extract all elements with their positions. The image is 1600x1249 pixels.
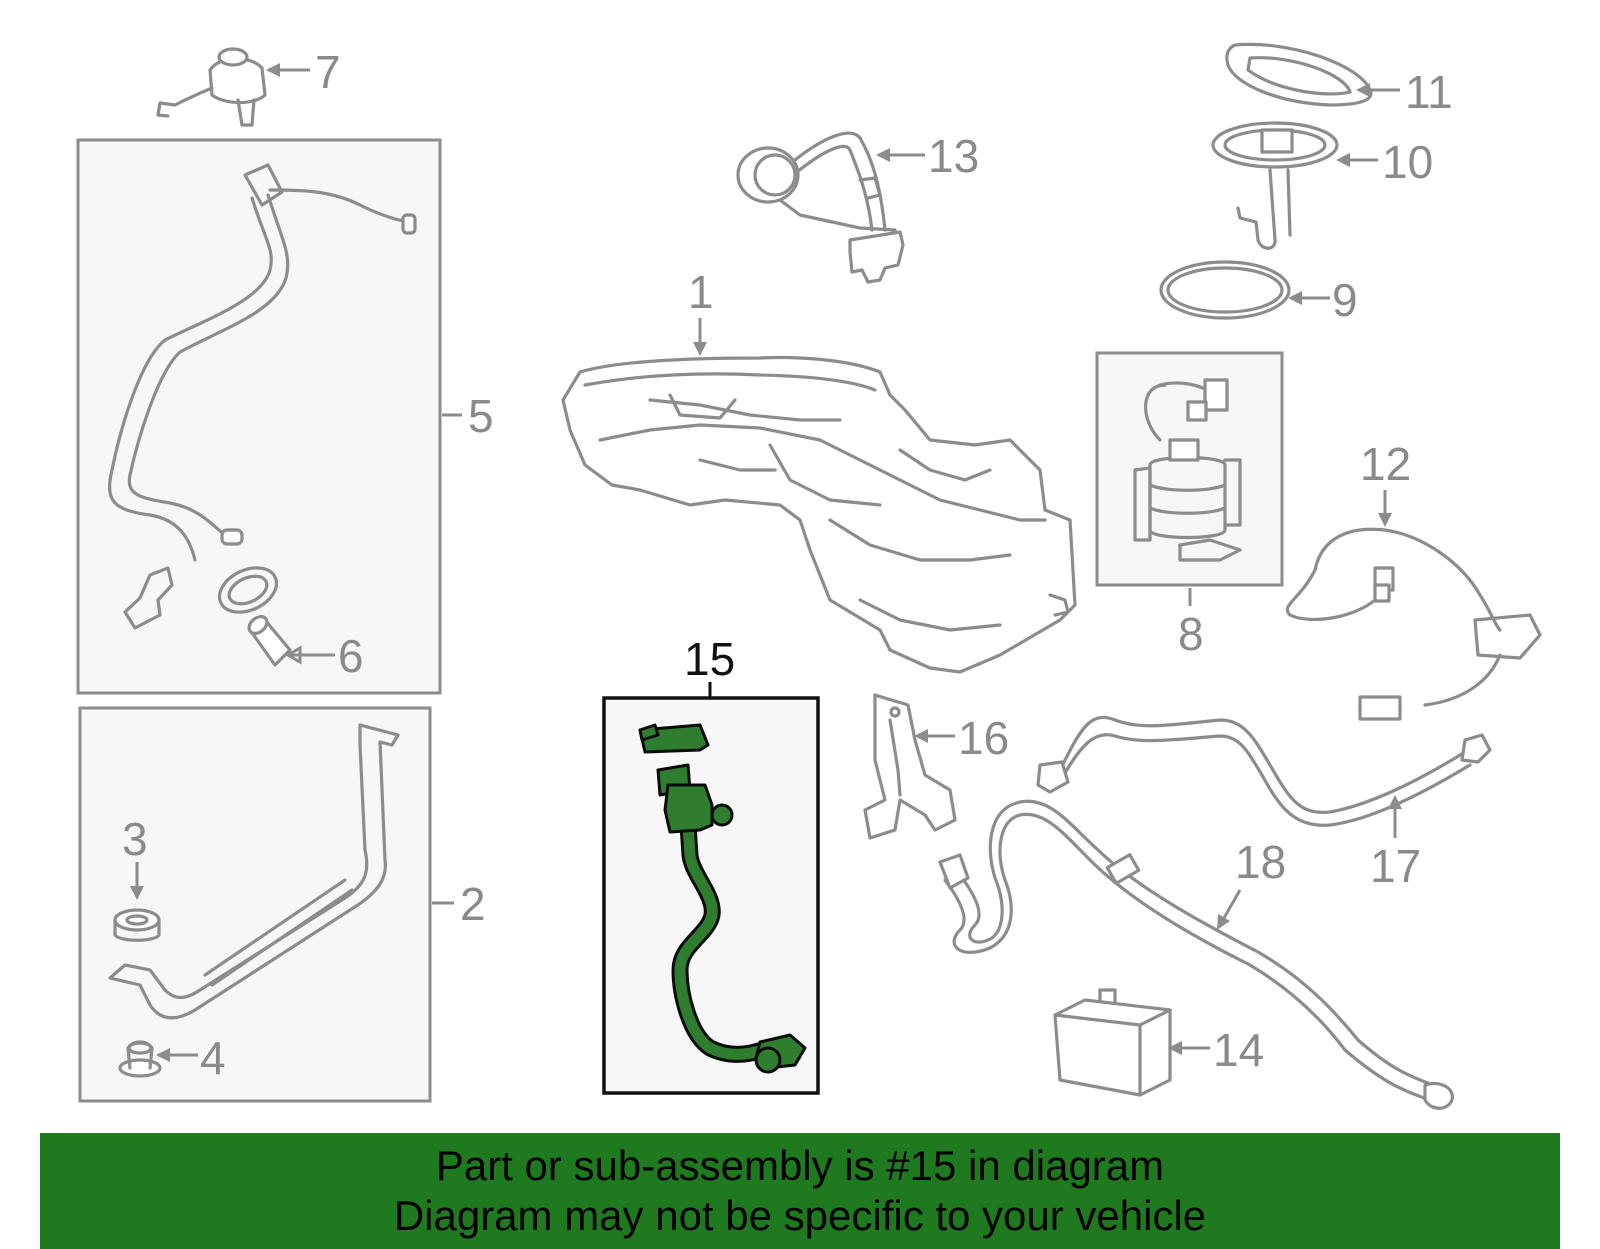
part-18[interactable] (938, 799, 1454, 1110)
banner-line-1: Part or sub-assembly is #15 in diagram (435, 1142, 1165, 1189)
part-9[interactable] (1159, 260, 1291, 320)
callout-5: 5 (468, 390, 494, 442)
group-box-2 (78, 706, 432, 1103)
part-17[interactable] (1036, 715, 1492, 827)
callout-8: 8 (1178, 608, 1204, 660)
callout-14: 14 (1213, 1024, 1264, 1076)
callout-15: 15 (684, 633, 735, 685)
callout-4: 4 (200, 1032, 226, 1084)
part-4[interactable] (118, 1040, 162, 1078)
callout-1: 1 (688, 266, 714, 318)
callout-17: 17 (1370, 840, 1421, 892)
banner-line-2: Diagram may not be specific to your vehi… (393, 1192, 1207, 1239)
part-13[interactable] (736, 131, 905, 284)
bracket-small-part[interactable] (123, 566, 174, 630)
strap-part[interactable] (108, 723, 400, 1020)
callout-16: 16 (958, 712, 1009, 764)
callout-3: 3 (122, 813, 148, 865)
parts-diagram: 5 6 7 3 4 2 (76, 42, 1542, 1110)
part-11[interactable] (1225, 42, 1373, 107)
group-box-8 (1095, 351, 1284, 587)
callout-12: 12 (1360, 438, 1411, 490)
callout-6: 6 (338, 630, 364, 682)
callout-10: 10 (1382, 136, 1433, 188)
callout-13: 13 (928, 130, 979, 182)
callout-11: 11 (1405, 66, 1453, 118)
highlighted-part-15[interactable] (638, 723, 807, 1074)
callout-18: 18 (1235, 836, 1286, 888)
hose-6-part[interactable] (246, 613, 292, 667)
part-16[interactable] (863, 693, 957, 840)
part-7[interactable] (156, 47, 267, 127)
filler-pipe-part[interactable] (108, 163, 417, 562)
clamp-part[interactable] (212, 559, 283, 621)
callout-2: 2 (460, 878, 486, 930)
part-14[interactable] (1053, 988, 1172, 1097)
fuel-tank-part[interactable] (561, 355, 1077, 674)
fuel-pump-part[interactable] (1133, 378, 1242, 562)
info-banner: Part or sub-assembly is #15 in diagram D… (40, 1133, 1560, 1249)
part-10[interactable] (1211, 121, 1339, 250)
wiring-harness-part[interactable] (1285, 527, 1542, 721)
callout-7: 7 (315, 46, 341, 98)
callout-9: 9 (1332, 274, 1358, 326)
part-3[interactable] (113, 908, 161, 942)
